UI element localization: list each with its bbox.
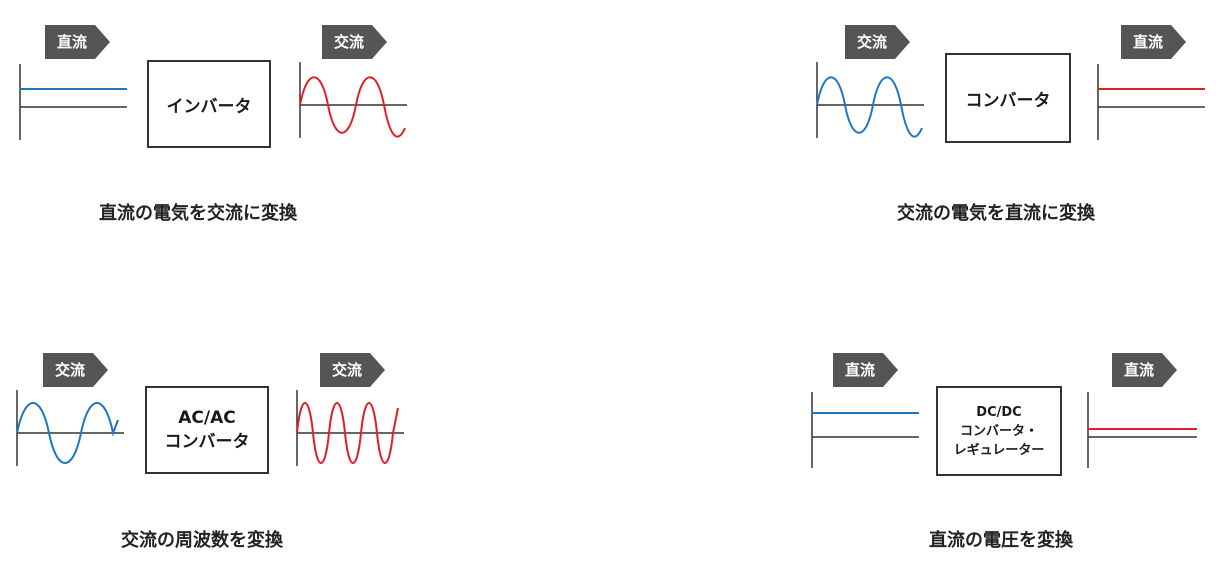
converter-box: DC/DC コンバータ・ レギュレーター (936, 386, 1062, 476)
tag-arrow-shape (1112, 353, 1177, 387)
output-type-label: 交流 (331, 361, 362, 379)
box-label-line: コンバータ・ (959, 423, 1038, 439)
panel-caption: 直流の電気を交流に変換 (99, 203, 297, 224)
panel-caption: 交流の周波数を変換 (121, 530, 283, 551)
ac-waveform (16, 402, 119, 464)
input-type-label: 交流 (54, 361, 85, 379)
tag-arrow-shape (322, 25, 387, 59)
ac-waveform (816, 76, 923, 138)
box-label-line: コンバータ (164, 432, 250, 452)
output-type-tag: 交流 (320, 353, 385, 387)
ac-output-signal (299, 62, 407, 138)
dc-input-signal (19, 64, 127, 140)
output-type-tag: 直流 (1121, 25, 1186, 59)
tag-arrow-shape (833, 353, 898, 387)
box-label-line: コンバータ (965, 90, 1051, 111)
input-type-tag: 直流 (833, 353, 898, 387)
input-type-label: 交流 (856, 33, 887, 51)
tag-arrow-shape (845, 25, 910, 59)
output-type-tag: 直流 (1112, 353, 1177, 387)
tag-arrow-shape (43, 353, 108, 387)
converter-box: AC/AC コンバータ (145, 386, 269, 474)
box-label-line: レギュレーター (953, 442, 1045, 458)
tag-arrow-shape (1121, 25, 1186, 59)
input-type-label: 直流 (844, 361, 875, 379)
tag-arrow-shape (45, 25, 110, 59)
ac-waveform (299, 76, 406, 138)
output-type-label: 交流 (333, 33, 364, 51)
ac-input-signal (816, 62, 924, 138)
output-type-label: 直流 (1123, 361, 1154, 379)
dc-input-signal (811, 392, 919, 468)
output-type-tag: 交流 (322, 25, 387, 59)
ac-output-signal (296, 390, 404, 466)
dc-output-signal (1097, 64, 1205, 140)
input-type-tag: 交流 (43, 353, 108, 387)
ac-waveform (296, 402, 399, 464)
output-type-label: 直流 (1132, 33, 1163, 51)
box-label-line: インバータ (166, 96, 252, 117)
tag-arrow-shape (320, 353, 385, 387)
dc-output-signal (1087, 392, 1197, 468)
panel-caption: 交流の電気を直流に変換 (897, 203, 1095, 224)
converter-box: コンバータ (945, 53, 1071, 143)
input-type-tag: 直流 (45, 25, 110, 59)
box-label-line: DC/DC (976, 404, 1022, 420)
ac-input-signal (16, 390, 124, 466)
input-type-label: 直流 (56, 33, 87, 51)
panel-caption: 直流の電圧を変換 (929, 530, 1073, 551)
converter-box: インバータ (147, 60, 271, 148)
box-label-line: AC/AC (178, 408, 236, 428)
input-type-tag: 交流 (845, 25, 910, 59)
